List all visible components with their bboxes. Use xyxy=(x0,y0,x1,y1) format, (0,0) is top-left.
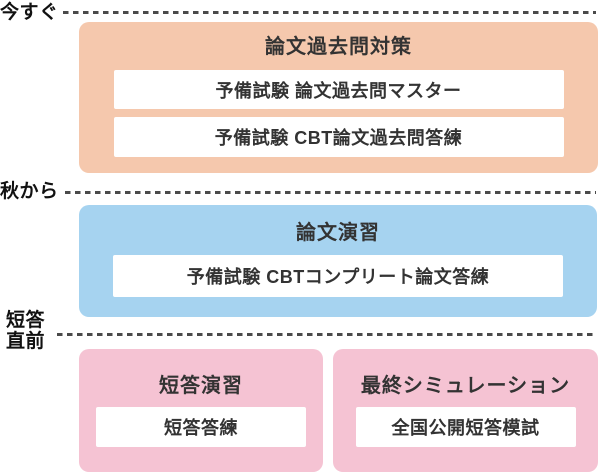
section-essay-exercise: 論文演習 予備試験 CBTコンプリート論文答練 xyxy=(79,205,597,317)
course-item: 予備試験 CBTコンプリート論文答練 xyxy=(113,255,563,297)
dashed-separator-now xyxy=(63,11,596,14)
section-tanto-exercise: 短答演習 短答答練 xyxy=(79,349,323,472)
course-item: 全国公開短答模試 xyxy=(355,407,576,447)
phase-label-autumn: 秋から xyxy=(0,181,59,202)
section-title: 最終シミュレーション xyxy=(360,375,571,397)
phase-label-now: 今すぐ xyxy=(0,2,59,23)
section-final-simulation: 最終シミュレーション 全国公開短答模試 xyxy=(333,349,598,472)
dashed-separator-tanto xyxy=(57,333,596,336)
course-item: 予備試験 CBT論文過去問答練 xyxy=(113,117,564,157)
course-item: 予備試験 論文過去問マスター xyxy=(113,70,564,109)
section-title: 論文過去問対策 xyxy=(265,36,412,58)
phase-label-tanto-chokuzen: 短答 直前 xyxy=(6,310,46,352)
course-item: 短答答練 xyxy=(96,407,306,447)
section-title: 論文演習 xyxy=(296,222,380,244)
section-title: 短答演習 xyxy=(159,375,243,397)
section-essay-past-questions: 論文過去問対策 予備試験 論文過去問マスター 予備試験 CBT論文過去問答練 xyxy=(79,22,598,173)
dashed-separator-autumn xyxy=(65,191,596,194)
